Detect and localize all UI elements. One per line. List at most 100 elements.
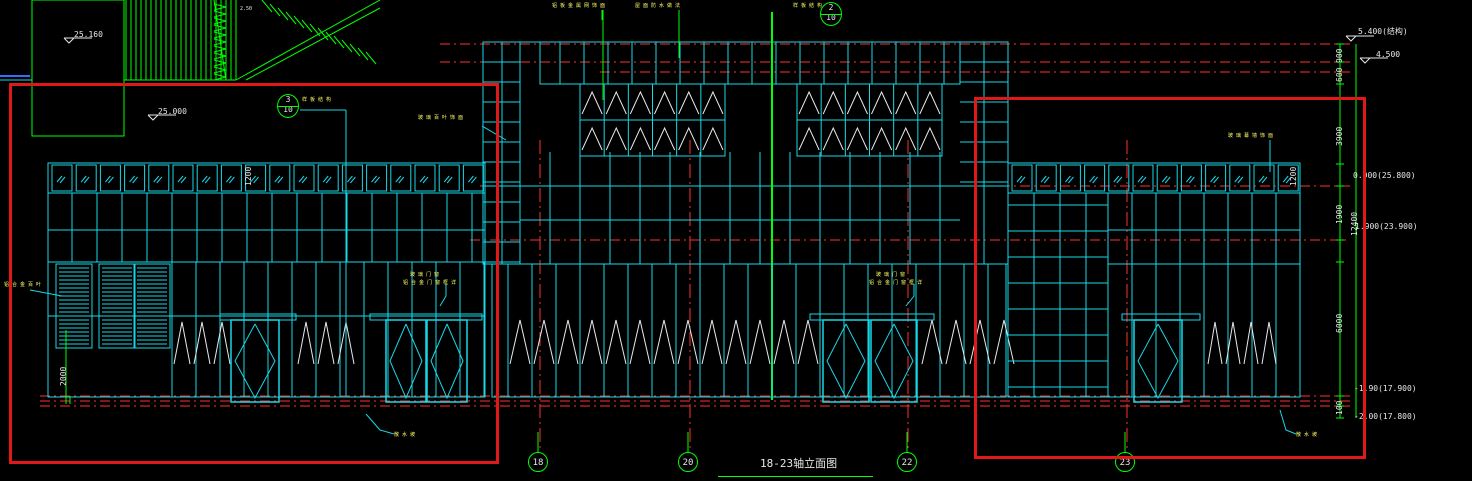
detail-ref-top-note: 样 板 结 构: [793, 3, 823, 9]
clerestory-pane: [1205, 164, 1227, 192]
pane-glint: [395, 175, 402, 183]
central-zig: [653, 319, 675, 365]
roof-slope-b: [245, 7, 381, 81]
central-zig: [677, 319, 699, 365]
clerestory-pane: [220, 164, 242, 192]
central-zig: [701, 319, 723, 365]
zig: [297, 321, 315, 365]
truss-zig: [213, 31, 227, 39]
pane-glint: [80, 175, 87, 183]
door-diamond: [430, 323, 464, 400]
pane-glint: [1068, 176, 1074, 184]
central-zig: [797, 319, 819, 365]
leader-door2: [905, 284, 915, 307]
pane-glint: [132, 176, 138, 184]
clerestory-pane: [1277, 164, 1299, 192]
note-glass: 玻 璃 百 叶 饰 面: [418, 115, 464, 121]
central-zig: [581, 319, 603, 365]
clerestory-pane: [317, 164, 339, 192]
pane-glint: [350, 176, 356, 184]
lattice-tri: [702, 126, 724, 151]
central-block: [482, 41, 1009, 265]
highlight-box-right: [974, 97, 1366, 459]
door-diamond: [1137, 323, 1179, 400]
stair-tread: [349, 43, 361, 57]
left-wall: [47, 192, 486, 398]
note-top-1: 铝 板 金 属 网 饰 面: [552, 3, 606, 9]
right-zig: [1225, 321, 1241, 365]
pane-glint: [56, 175, 63, 183]
clerestory-pane: [293, 164, 315, 192]
lattice-tri: [654, 90, 676, 115]
axis-bubble-22: 22: [897, 452, 917, 472]
central-zig: [773, 319, 795, 365]
note-door2-a: 玻 璃 门 窗: [876, 272, 906, 278]
pane-glint: [1140, 176, 1147, 184]
pane-glint: [1261, 176, 1268, 184]
central-zig: [509, 319, 531, 365]
truss-zig: [213, 24, 227, 32]
level-mark: [63, 37, 76, 44]
louver: [55, 263, 93, 349]
door-leaf: [385, 319, 427, 403]
central-zig: [945, 319, 967, 365]
clerestory-pane: [99, 164, 121, 192]
truss-zig: [213, 73, 227, 81]
clerestory-pane: [1229, 164, 1251, 192]
pane-glint: [226, 175, 232, 183]
lattice-tri: [822, 126, 844, 151]
lattice-tri: [678, 126, 700, 151]
cornice: [539, 41, 961, 85]
pane-glint: [325, 176, 332, 184]
pane-glint: [277, 176, 284, 184]
clerestory-pane: [1108, 164, 1130, 192]
note-door2-b: 铝 合 金 门 窗 框 详: [869, 280, 923, 286]
central-zig: [921, 319, 943, 365]
pane-glint: [1065, 175, 1071, 183]
stair-tread: [277, 7, 289, 21]
level-5400: 5.400(结构): [1358, 27, 1408, 36]
lattice-tri: [605, 126, 627, 151]
highlight-box-left: [9, 83, 499, 464]
stair-tread: [261, 0, 273, 13]
lattice-tri: [798, 90, 820, 115]
level-mark: [1345, 35, 1358, 42]
dim-600: 600: [1335, 67, 1344, 82]
central-storefront: [491, 263, 1007, 398]
stair-tread: [341, 39, 353, 53]
clerestory-pane: [390, 164, 412, 192]
title-underline: [718, 476, 873, 477]
lattice-tri: [605, 90, 627, 115]
clerestory-pane: [1156, 164, 1178, 192]
pane-glint: [153, 175, 160, 183]
pane-glint: [59, 176, 66, 184]
pane-glint: [443, 175, 450, 183]
pane-glint: [1116, 176, 1123, 184]
level-17800: -2.00(17.800): [1354, 412, 1417, 421]
central-zig: [749, 319, 771, 365]
stair-tread: [365, 51, 377, 65]
pane-glint: [1040, 175, 1047, 183]
leader-ground1: [365, 413, 395, 435]
pane-glint: [253, 176, 259, 184]
right-zig: [1261, 321, 1277, 365]
level-25800: 0.000(25.800): [1353, 171, 1416, 180]
clerestory-pane: [51, 164, 73, 192]
axis-bubble-20: 20: [678, 452, 698, 472]
lattice-tri: [871, 126, 893, 151]
door-leaf: [426, 319, 468, 403]
pane-glint: [1092, 176, 1098, 184]
pane-glint: [274, 175, 281, 183]
clerestory-pane: [1059, 164, 1081, 192]
building-facade: [0, 0, 1388, 452]
stair-tread: [309, 23, 321, 37]
level-25000: 25.000: [158, 107, 187, 116]
note-ground-2: 散 水 坡: [1296, 432, 1318, 438]
lattice-tri: [581, 126, 603, 151]
pane-glint: [1089, 175, 1095, 183]
central-zig: [533, 319, 555, 365]
pane-glint: [1234, 175, 1241, 183]
